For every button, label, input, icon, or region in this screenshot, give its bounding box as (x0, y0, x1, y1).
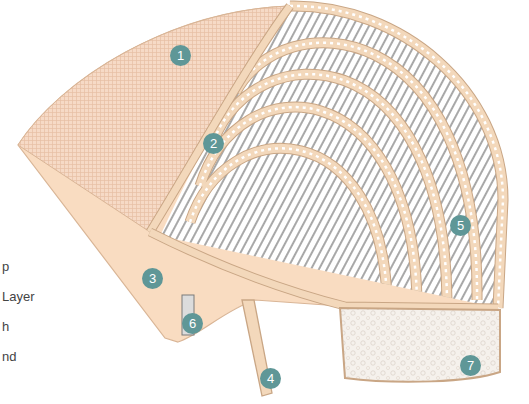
callout-number: 6 (182, 313, 203, 334)
braid-arcs (190, 43, 477, 300)
rim-braid-dots (290, 6, 503, 308)
callout-number: 4 (260, 368, 281, 389)
callout-number: 5 (450, 215, 471, 236)
lower-band (150, 232, 498, 308)
legend-text: Layer (2, 289, 35, 305)
callout-number: 3 (142, 268, 163, 289)
legend-text: h (2, 319, 9, 335)
legend-text: nd (2, 349, 16, 365)
rim-braid (290, 6, 503, 308)
cap-base (18, 6, 503, 342)
lower-band-fill (150, 232, 498, 308)
callout-number: 1 (170, 45, 191, 66)
callout-number: 2 (203, 133, 224, 154)
adjustable-back-band (340, 308, 500, 382)
ear-band-fill (150, 6, 290, 232)
rim-braid-fill (290, 6, 503, 308)
ear-band (150, 6, 290, 232)
callout-number: 7 (460, 355, 481, 376)
legend-text: p (2, 259, 9, 275)
